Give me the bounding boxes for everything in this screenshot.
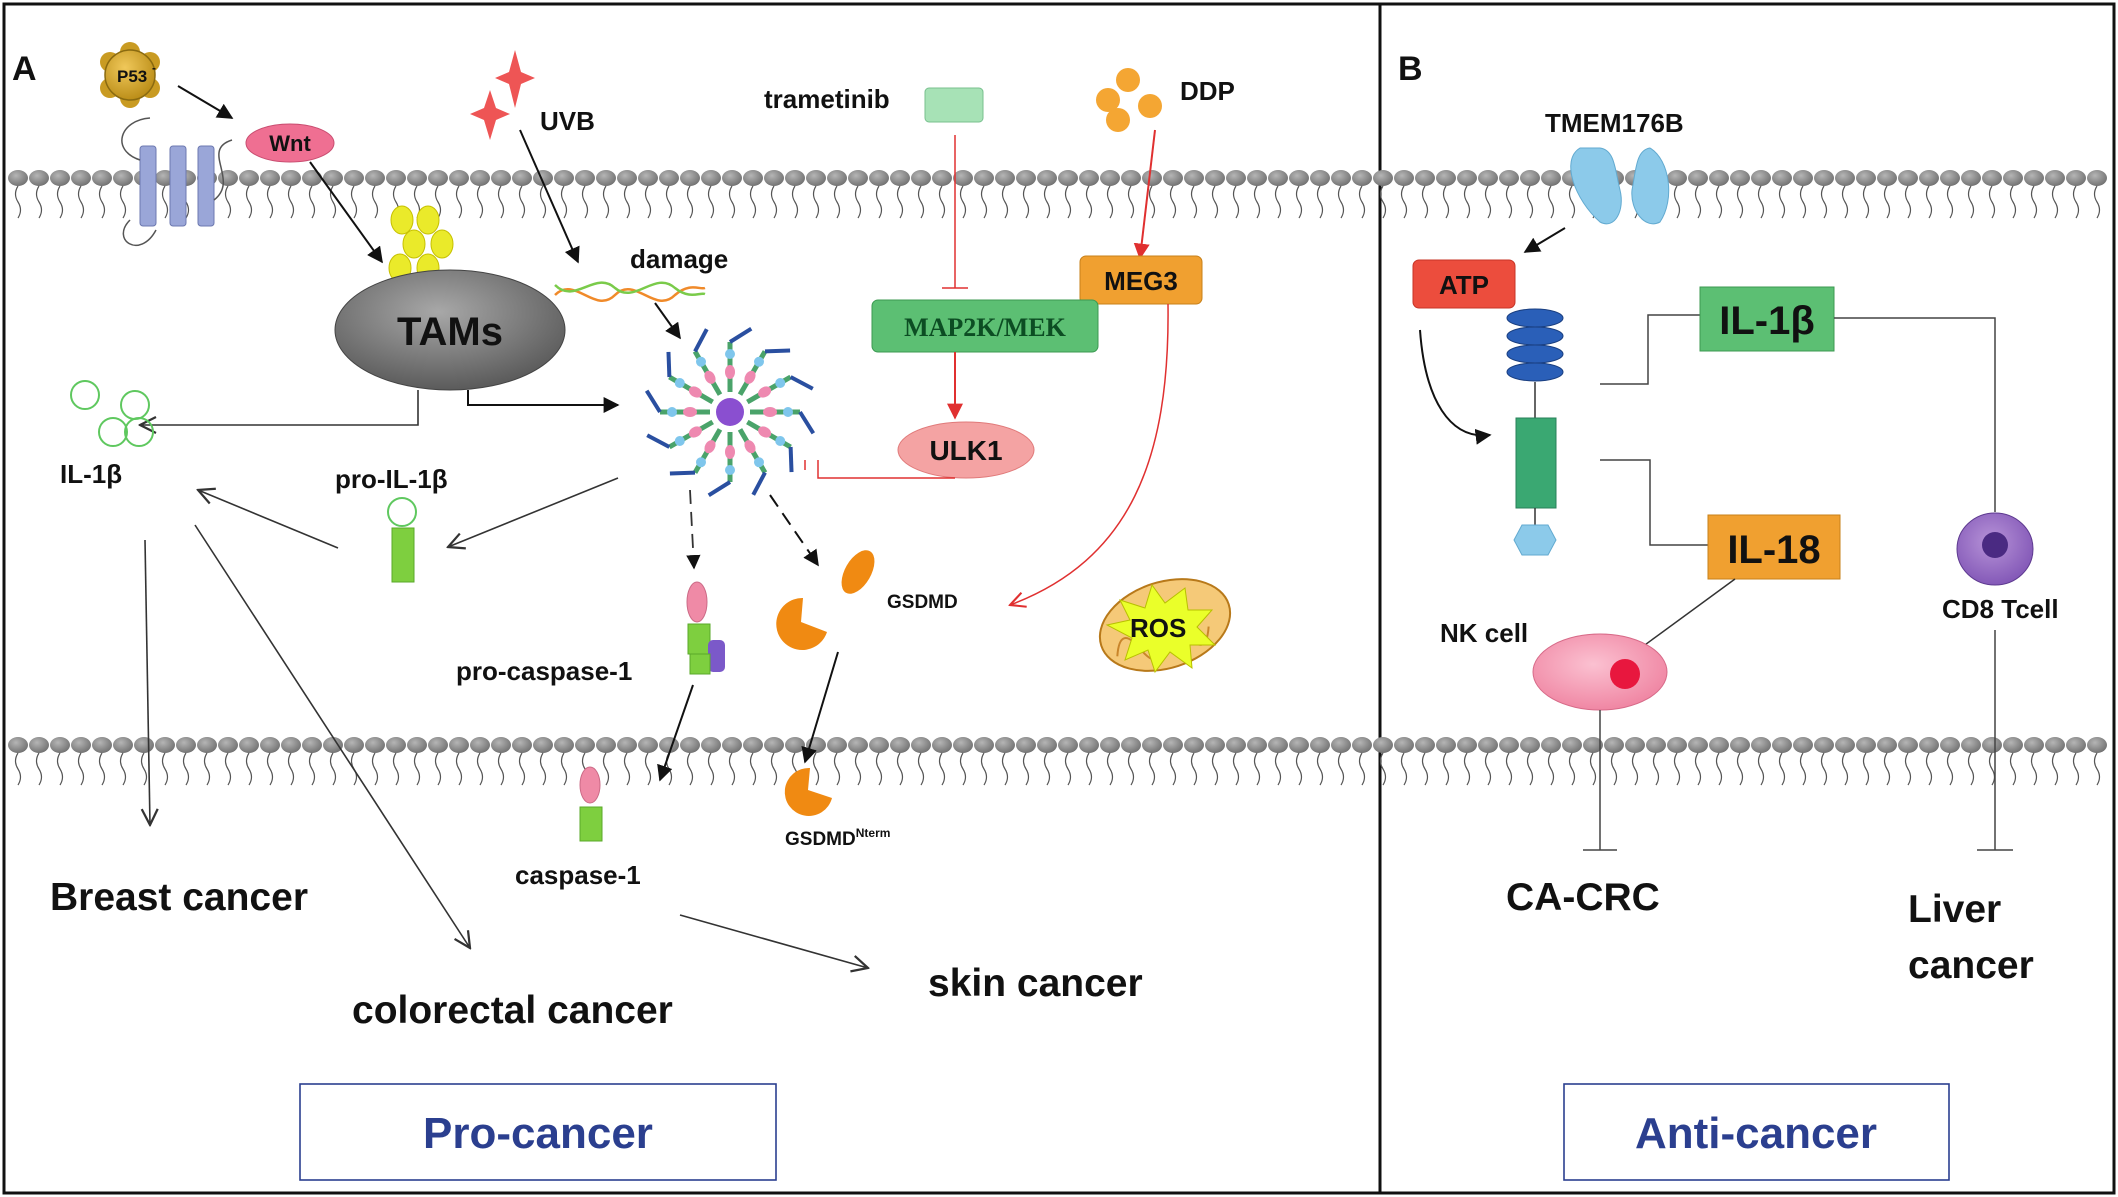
- liver-cancer-label-line2: cancer: [1908, 944, 2034, 987]
- atp-label: ATP: [1439, 270, 1489, 300]
- meg3-label: MEG3: [1104, 266, 1178, 296]
- p53-node: P53 -: [100, 42, 160, 108]
- cd8-tcell-nucleus: [1982, 532, 2008, 558]
- ca-crc-label: CA-CRC: [1506, 876, 1660, 919]
- anti-cancer-box: [1563, 1083, 1950, 1181]
- wnt-node: [245, 123, 335, 163]
- meg3-node: [1079, 255, 1203, 305]
- colorectal-cancer-label: colorectal cancer: [352, 989, 673, 1032]
- uvb-sparkle-icon: [470, 50, 535, 140]
- tmem176b-channel-icon: [1570, 147, 1670, 225]
- cell-membrane-bottom: [8, 737, 2107, 786]
- panel-b-letter: B: [1398, 50, 1423, 88]
- wnt-label: Wnt: [269, 131, 311, 156]
- pro-caspase1-icon: [686, 581, 725, 675]
- cd8-tcell-label: CD8 Tcell: [1942, 594, 2059, 624]
- nk-cell-node: [1532, 633, 1668, 711]
- ddp-label: DDP: [1180, 76, 1235, 106]
- pro-cancer-label: Pro-cancer: [423, 1109, 653, 1158]
- gsdmd-label: GSDMD: [887, 592, 958, 613]
- ros-mitochondrion-icon: [1098, 578, 1232, 674]
- ulk1-label: ULK1: [929, 435, 1002, 466]
- ulk1-inhibit-line: [817, 460, 955, 479]
- nk-cell-nucleus: [1610, 659, 1640, 689]
- gsdmd-nterm-icon: [784, 767, 832, 816]
- il1b-label: IL-1β: [60, 459, 122, 489]
- trametinib-node: [924, 87, 984, 123]
- ddp-icon: [1096, 68, 1162, 132]
- liver-cancer-label-line1: Liver: [1908, 888, 2001, 931]
- inflammasome-receptor-icon: [1506, 308, 1564, 556]
- inflammasome-complex: [644, 326, 816, 498]
- panel-a-letter: A: [12, 50, 37, 88]
- tmem176b-label: TMEM176B: [1545, 108, 1684, 138]
- gsdmd-icon: [776, 550, 875, 650]
- dna-damage-icon: [554, 281, 706, 302]
- skin-cancer-label: skin cancer: [928, 962, 1143, 1005]
- il1b-b-label: IL-1β: [1719, 299, 1815, 343]
- il18-node: [1707, 514, 1841, 580]
- il18-label: IL-18: [1727, 528, 1820, 572]
- pro-cancer-box: [299, 1083, 777, 1181]
- wnt-receptor: [121, 117, 233, 246]
- trametinib-label: trametinib: [764, 84, 890, 114]
- map2k-label: MAP2K/MEK: [904, 313, 1067, 342]
- uvb-label: UVB: [540, 106, 595, 136]
- nk-cell-label: NK cell: [1440, 618, 1528, 648]
- p53-label: P53: [117, 67, 147, 86]
- tams-label: TAMs: [397, 310, 503, 354]
- il1b-circles: [70, 380, 154, 447]
- cytokine-cluster-yellow: [388, 205, 454, 283]
- tams-node: [334, 269, 566, 391]
- svg-text:-: -: [152, 61, 156, 75]
- anti-cancer-label: Anti-cancer: [1635, 1109, 1877, 1158]
- pro-caspase1-label: pro-caspase-1: [456, 656, 632, 686]
- caspase1-label: caspase-1: [515, 860, 641, 890]
- pro-il1b-label: pro-IL-1β: [335, 464, 448, 494]
- il1b-node: [1699, 286, 1835, 352]
- gsdmd-nterm-label: GSDMDNterm: [785, 826, 890, 850]
- caspase1-icon: [579, 766, 603, 842]
- ros-label: ROS: [1130, 613, 1186, 643]
- breast-cancer-label: Breast cancer: [50, 876, 308, 919]
- cell-membrane-top: [8, 170, 2107, 219]
- map2k-node: [871, 299, 1099, 353]
- pro-il1b-icon: [387, 497, 417, 583]
- damage-label: damage: [630, 244, 728, 274]
- ulk1-node: [897, 421, 1035, 479]
- atp-node: [1412, 259, 1516, 309]
